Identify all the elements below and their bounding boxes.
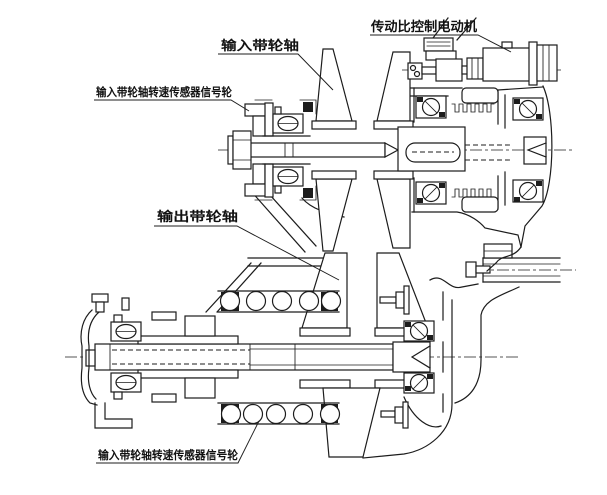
label-input-pulley-shaft: 输入带轮轴 [221,38,299,54]
input-shaft-left-bearings [262,99,317,201]
stud-bolt-lower [394,406,404,424]
seal-lower [303,188,313,198]
motor-body [482,47,531,82]
motor-flange [528,41,538,86]
lower-signal-drum-upper [217,290,342,313]
input-shaft [249,126,547,172]
seal-upper [303,102,313,112]
output-shaft-right-end [379,285,435,429]
callouts: 输入带轮轴 传动比控制电动机 输入带轮轴转速传感器信号轮 输出带轮轴 输入带轮轴… [94,19,512,464]
worm-block-hatched [435,58,463,82]
ratio-control-motor [402,17,563,86]
input-pulley-sheave-upper-left [315,48,353,122]
label-output-pulley-shaft: 输出带轮轴 [157,209,238,225]
callout-input-pulley-shaft: 输入带轮轴 [218,38,334,91]
input-pulley-sheave-lower-left [315,178,353,252]
flange-bolt-head [91,293,109,303]
adjusting-screw-teeth-lower [451,188,495,198]
input-pulley-sheave-upper-right [376,51,411,122]
callout-upper-sensor-wheel: 输入带轮轴转速传感器信号轮 [94,85,250,112]
stud-bolt-upper [395,291,405,309]
ratio-shift-mechanism [415,87,544,213]
lower-signal-drum-lower [217,402,341,425]
support-foot [94,402,133,429]
callout-lower-sensor-wheel: 输入带轮轴转速传感器信号轮 [96,420,260,464]
leader-input-pulley-shaft [218,53,334,91]
input-pulley [311,48,414,252]
label-upper-sensor-wheel: 输入带轮轴转速传感器信号轮 [96,85,232,99]
output-pulley-sheave-upper-right [376,252,429,329]
adjusting-screw-teeth-upper [451,103,495,113]
hex-bolt-right [465,261,477,278]
output-signal-wheel-flange [80,293,133,429]
leader-output-pulley-shaft [154,225,340,281]
label-ratio-control-motor: 传动比控制电动机 [370,19,477,35]
input-shaft-assembly [218,17,575,253]
input-pulley-sheave-lower-right [376,178,411,249]
label-lower-sensor-wheel: 输入带轮轴转速传感器信号轮 [98,448,238,462]
intermediate-shaft-stub [465,243,576,283]
shaft-end-nut [232,130,252,170]
leader-lower-sensor-wheel [96,420,260,464]
callout-ratio-control-motor: 传动比控制电动机 [370,19,512,53]
callout-output-pulley-shaft: 输出带轮轴 [154,209,340,281]
leader-ratio-control-motor [370,34,512,53]
output-shaft-assembly [65,252,520,459]
output-shaft-left-bearings [110,314,142,400]
leader-upper-sensor-wheel [94,99,250,112]
